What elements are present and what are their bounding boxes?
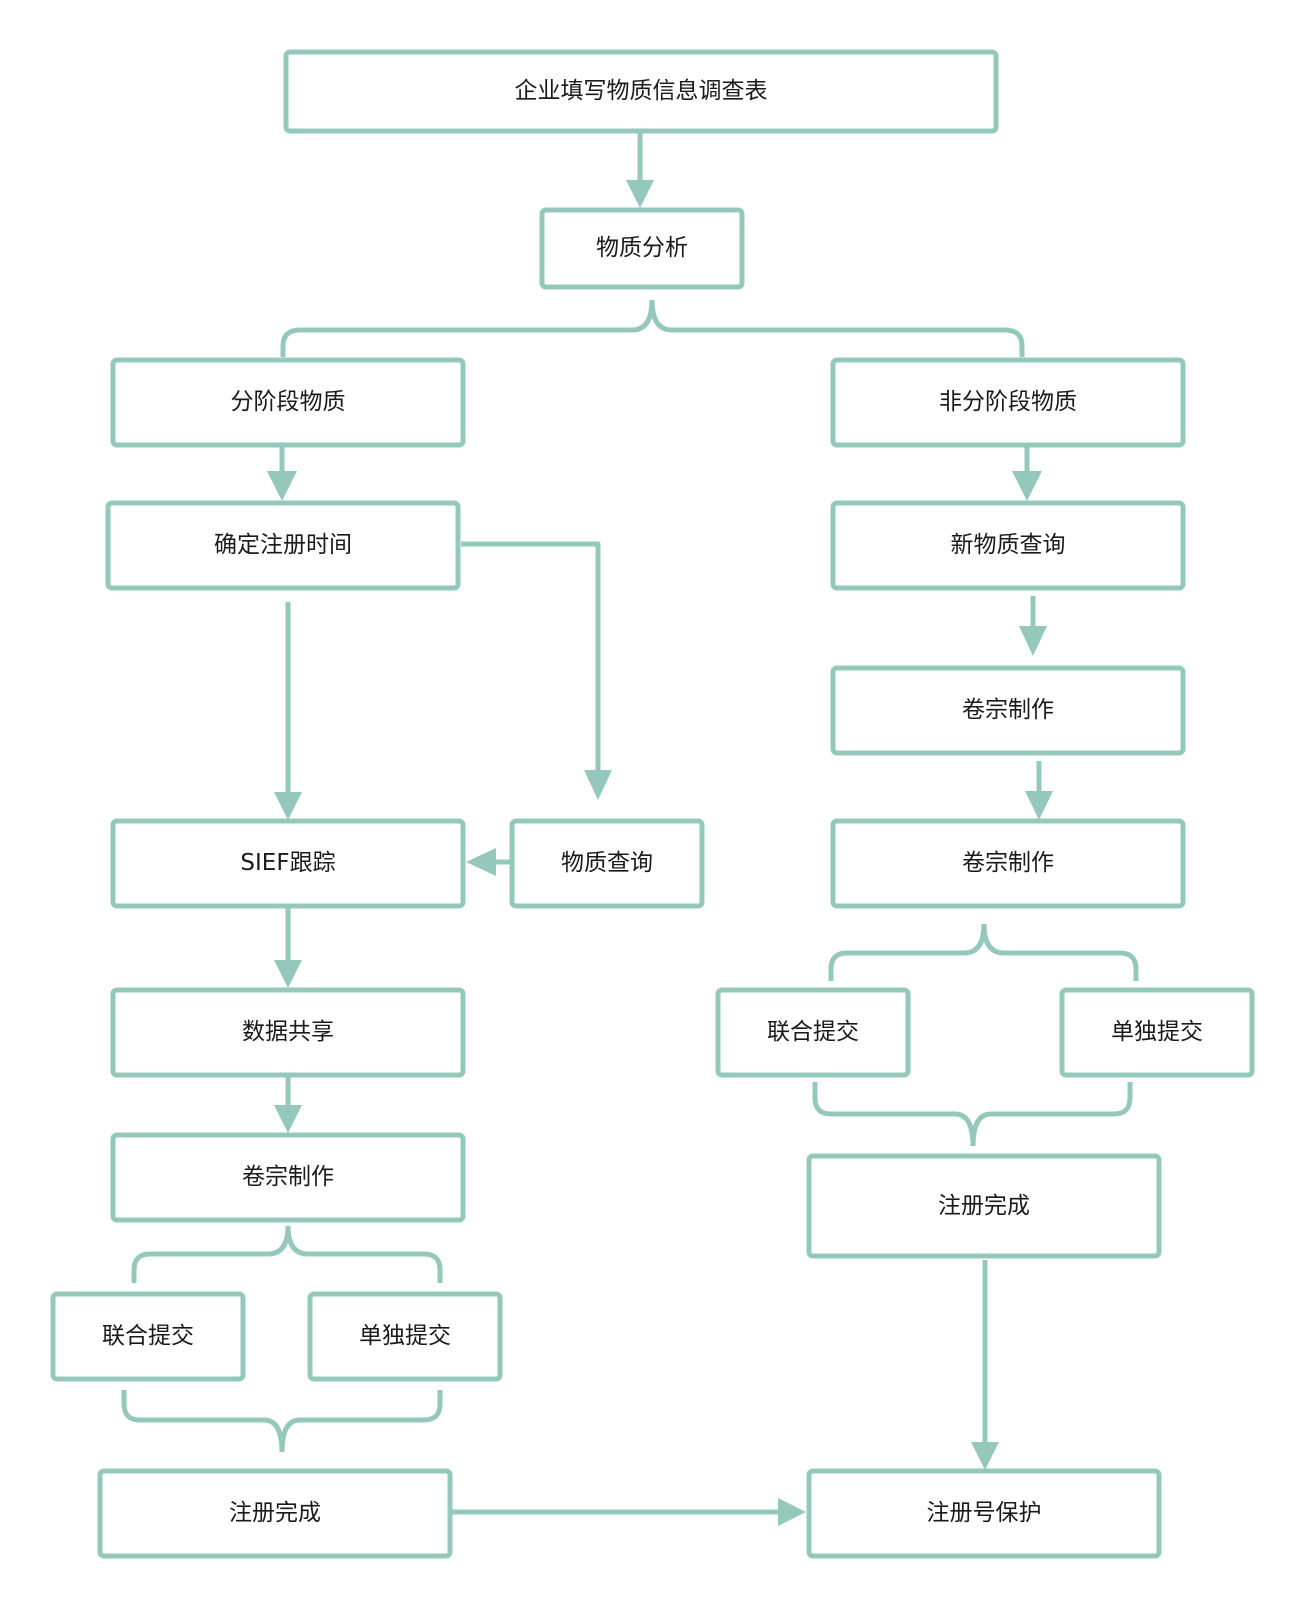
arrowhead bbox=[274, 960, 302, 988]
node-sief: SIEF跟踪 bbox=[110, 818, 466, 909]
node-substance-query: 物质查询 bbox=[509, 818, 705, 909]
node-reg-time: 确定注册时间 bbox=[105, 500, 461, 591]
node-label: 联合提交 bbox=[102, 1323, 194, 1349]
node-label: 非分阶段物质 bbox=[939, 389, 1077, 415]
node-label: 企业填写物质信息调查表 bbox=[515, 78, 768, 104]
arrowhead bbox=[466, 848, 496, 876]
node-survey: 企业填写物质信息调查表 bbox=[283, 49, 999, 134]
node-label: SIEF跟踪 bbox=[240, 850, 335, 876]
node-new-query: 新物质查询 bbox=[830, 500, 1186, 591]
node-label: 新物质查询 bbox=[951, 532, 1066, 558]
node-reg-done-right: 注册完成 bbox=[806, 1153, 1162, 1259]
node-label: 数据共享 bbox=[242, 1019, 334, 1045]
node-non-phased: 非分阶段物质 bbox=[830, 357, 1186, 448]
connectors bbox=[121, 131, 1139, 1526]
arrowhead bbox=[971, 1442, 999, 1470]
node-label: 确定注册时间 bbox=[214, 532, 352, 558]
node-label: 卷宗制作 bbox=[962, 850, 1054, 876]
node-protection: 注册号保护 bbox=[806, 1468, 1162, 1559]
node-label: 物质查询 bbox=[561, 850, 653, 876]
node-label: 物质分析 bbox=[596, 235, 688, 261]
arrowhead bbox=[1025, 791, 1053, 820]
brace-analysis-split bbox=[280, 299, 1025, 357]
arrow-regtime-to-substancequery bbox=[461, 541, 601, 776]
node-analysis: 物质分析 bbox=[539, 207, 745, 290]
node-reg-done-left: 注册完成 bbox=[97, 1468, 453, 1559]
arrowhead bbox=[626, 180, 654, 208]
node-phased: 分阶段物质 bbox=[110, 357, 466, 448]
arrowhead bbox=[1012, 471, 1042, 501]
node-label: 注册完成 bbox=[938, 1193, 1030, 1219]
arrowhead bbox=[274, 792, 302, 820]
arrowhead bbox=[274, 1105, 302, 1133]
brace-left-split bbox=[131, 1225, 443, 1283]
node-label: 分阶段物质 bbox=[231, 389, 346, 415]
node-label: 单独提交 bbox=[1111, 1019, 1203, 1045]
node-label: 卷宗制作 bbox=[242, 1164, 334, 1190]
node-joint-right: 联合提交 bbox=[715, 987, 911, 1078]
brace-left-merge bbox=[121, 1390, 443, 1453]
node-dossier-left: 卷宗制作 bbox=[110, 1132, 466, 1223]
node-dossier-right-1: 卷宗制作 bbox=[830, 665, 1186, 756]
node-label: 注册号保护 bbox=[927, 1500, 1042, 1526]
brace-right-merge bbox=[812, 1082, 1133, 1147]
node-label: 单独提交 bbox=[359, 1323, 451, 1349]
arrowhead bbox=[267, 471, 297, 501]
arrowhead bbox=[1019, 626, 1047, 656]
brace-right-split bbox=[828, 923, 1139, 981]
node-data-share: 数据共享 bbox=[110, 987, 466, 1078]
node-joint-left: 联合提交 bbox=[50, 1291, 246, 1382]
node-label: 卷宗制作 bbox=[962, 697, 1054, 723]
node-label: 联合提交 bbox=[767, 1019, 859, 1045]
arrowhead bbox=[778, 1498, 806, 1526]
arrowhead bbox=[584, 770, 612, 800]
node-dossier-right-2: 卷宗制作 bbox=[830, 818, 1186, 909]
node-label: 注册完成 bbox=[229, 1500, 321, 1526]
node-single-right: 单独提交 bbox=[1059, 987, 1255, 1078]
nodes: 企业填写物质信息调查表 物质分析 分阶段物质 非分阶段物质 确定注册时间 新物质… bbox=[50, 49, 1255, 1559]
node-single-left: 单独提交 bbox=[307, 1291, 503, 1382]
